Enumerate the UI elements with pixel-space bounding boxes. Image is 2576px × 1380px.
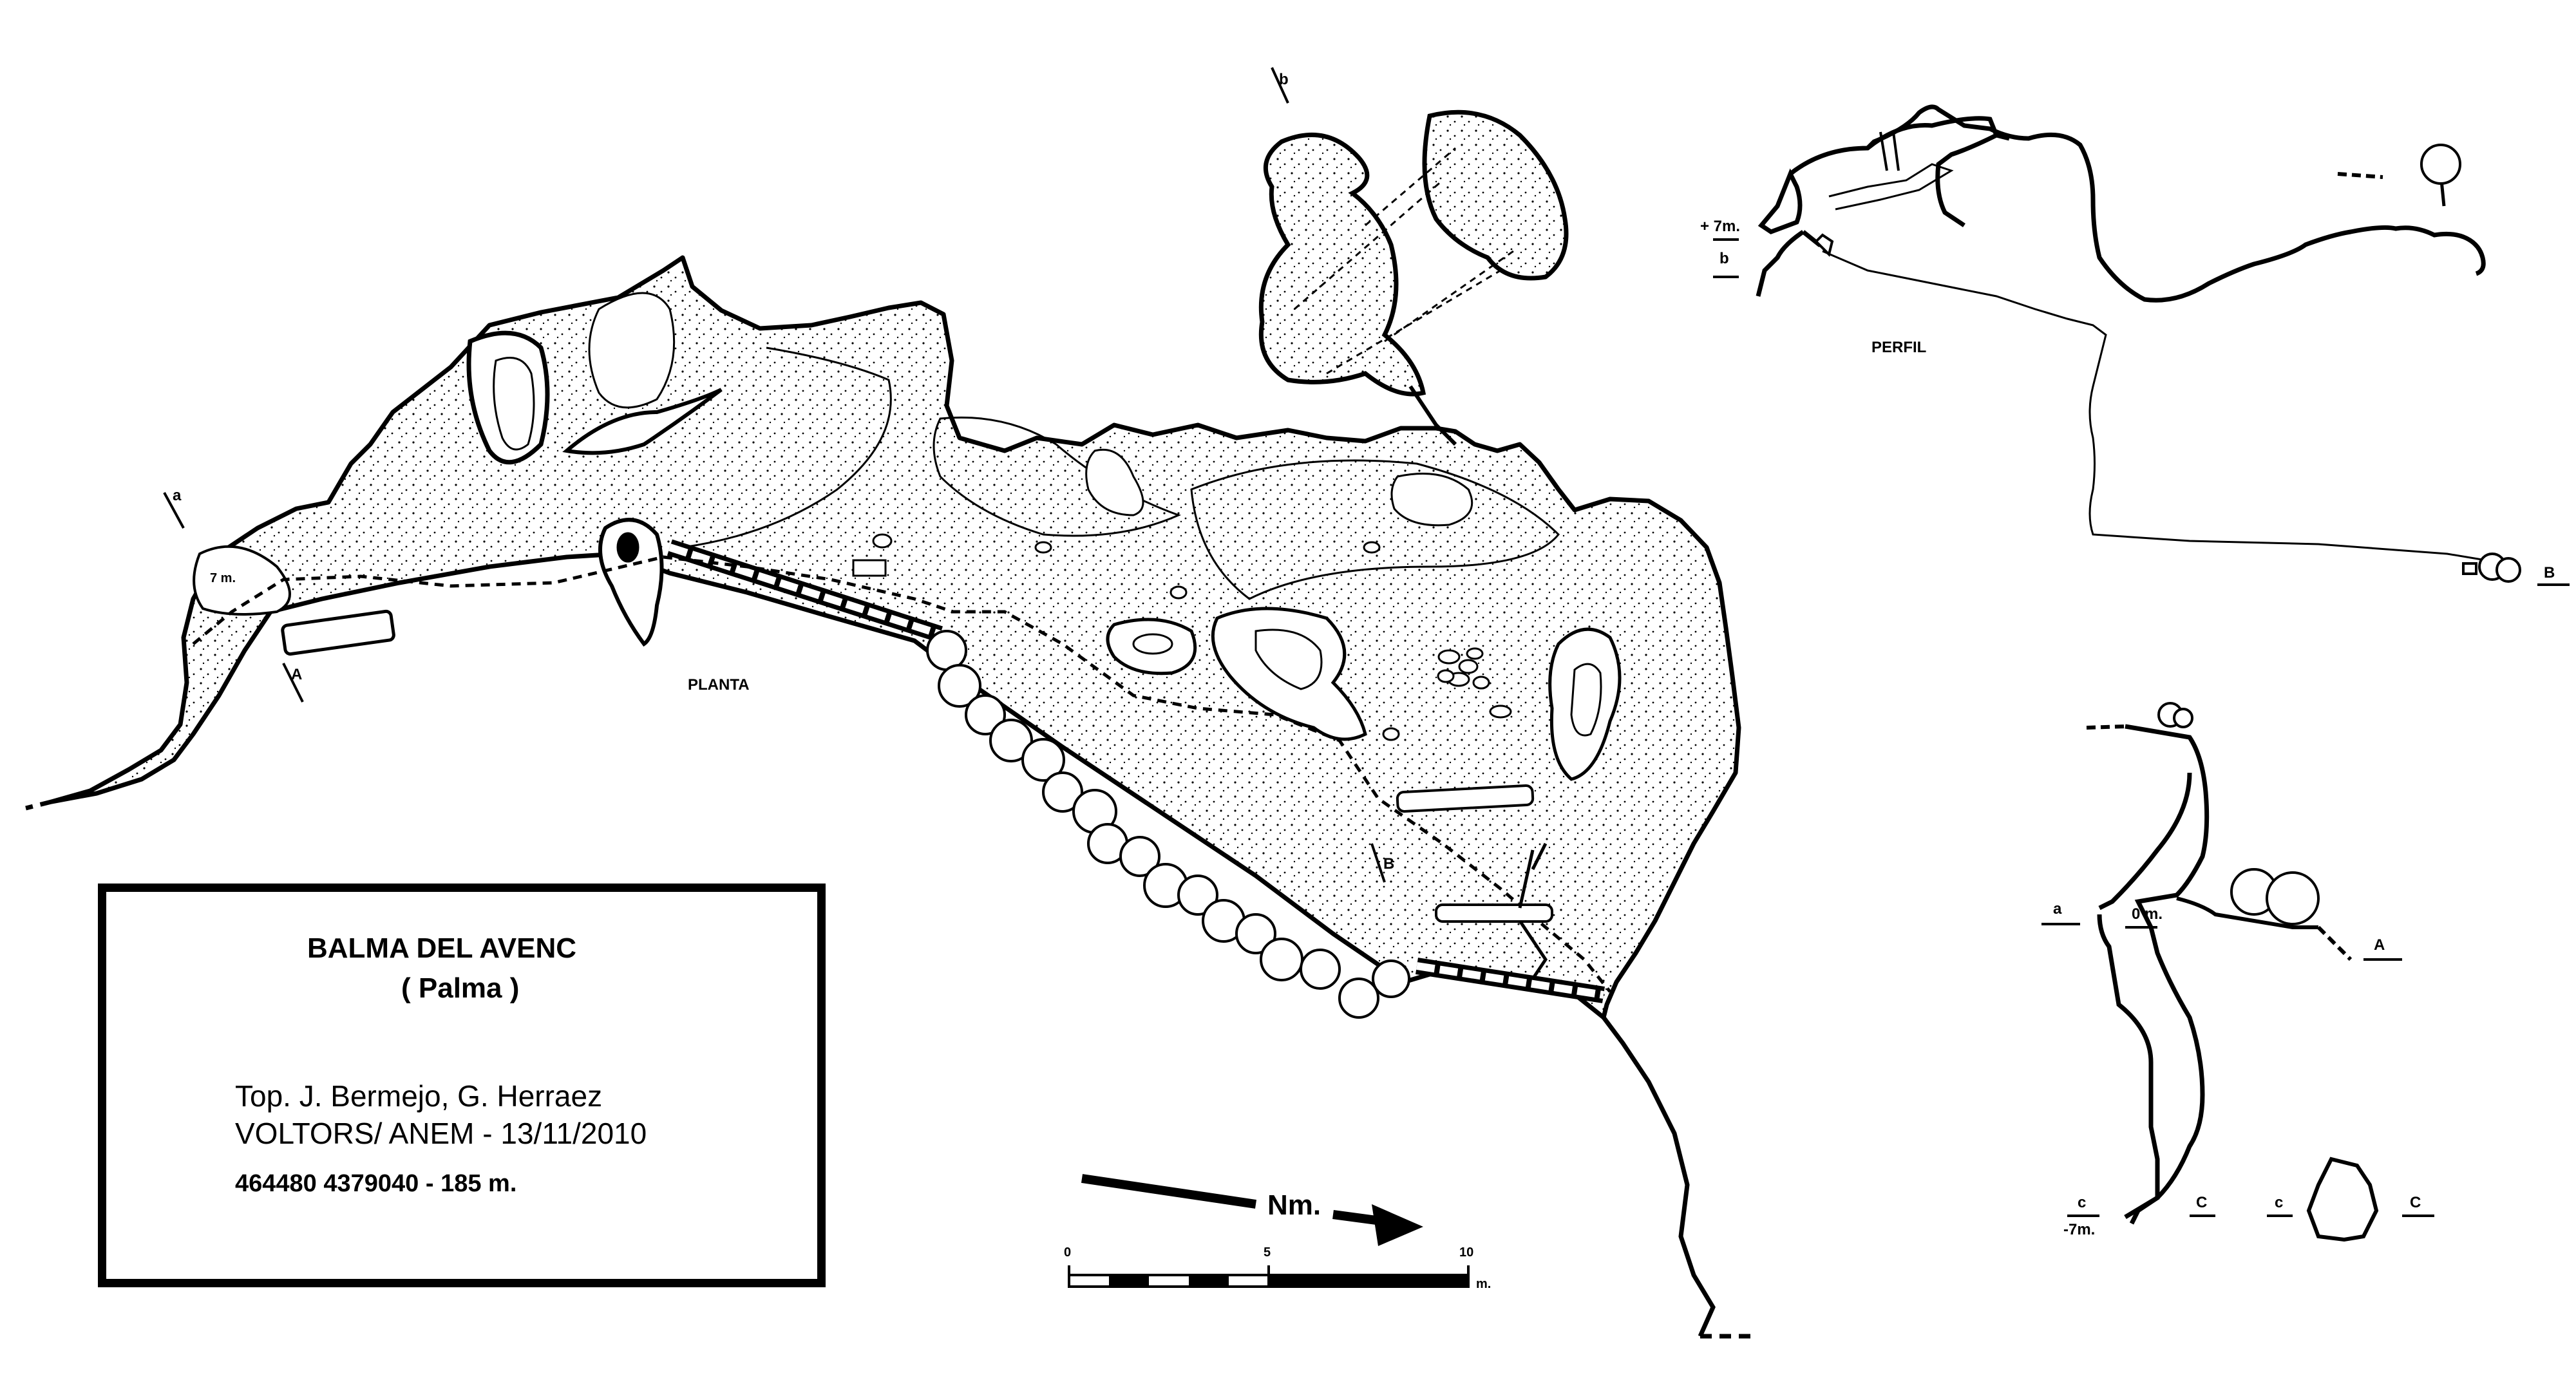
north-arrow-head [1372,1204,1423,1246]
bush-row [926,630,1410,1019]
scale-tick-0: 0 [1064,1245,1072,1260]
boulder-contour-1-inner [1132,633,1173,655]
log-2 [1435,903,1553,923]
section-mark-b-profile: b [1719,250,1729,267]
rock-island-2-inner [493,357,535,451]
coordinates: 464480 4379040 - 185 m. [235,1170,517,1197]
ledge-curve [682,346,892,549]
cross-section-view [2086,702,2379,1242]
profile-view-label: PERFIL [1871,339,1927,356]
rock-pile [1437,647,1490,690]
section-mark-b-plan: b [1279,71,1289,88]
gully-outline [1602,1016,1716,1337]
section-mark-B-plan: B [1383,855,1395,873]
section-mark-C-left: C [2196,1194,2208,1211]
section-dash-right [2316,925,2353,961]
profile-view [1756,104,2521,583]
cave-locality: ( Palma ) [401,972,520,1004]
profile-floor [1822,250,2486,562]
section-b-projection [1294,147,1514,375]
north-label: Nm. [1267,1189,1321,1221]
section-mark-B-profile: B [2544,564,2555,581]
plan-view-label: PLANTA [688,676,750,694]
rock-island-1 [588,292,676,409]
upper-zone-2 [1190,459,1560,600]
profile-ceiling [1788,116,2010,227]
section-mark-a-section: a [2053,900,2062,918]
section-bushes [2157,702,2320,925]
section-mark-A-section: A [2374,936,2385,954]
section-mark-c-right: c [2275,1194,2284,1211]
stone-wall-lower-inner [1416,962,1604,999]
small-pool-1 [1085,448,1144,516]
rock-wedge [562,388,723,455]
scale-tick-10: 10 [1459,1245,1474,1260]
depth-label-plan: 7 m. [210,571,236,585]
pit-hole [616,532,639,563]
profile-lower-wall [1756,230,1823,297]
north-arrow-shaft [1081,1174,1257,1209]
plan-view [25,255,1752,1339]
boulder-contour-2-inner [1255,629,1323,690]
section-b-right [1422,109,1569,281]
section-mark-c-left: c [2078,1194,2087,1211]
depth-label-bottom: -7m. [2063,1221,2096,1238]
section-c-cut [2306,1157,2379,1242]
profile-bushes [2462,553,2521,583]
profile-roof [1866,104,2486,303]
upper-zone-1 [933,416,1182,537]
scattered-stones [852,533,1512,741]
title-block: BALMA DEL AVENC ( Palma ) Top. J. Bermej… [98,884,826,1287]
profile-rock [1814,233,1834,257]
boulder-contour-3-inner [1570,663,1602,737]
section-mark-C-right: C [2410,1194,2421,1211]
section-b-outline [1258,132,1426,397]
cave-name: BALMA DEL AVENC [307,932,576,964]
scale-unit: m. [1476,1277,1492,1291]
profile-column-left [1879,131,1900,171]
section-ledge [2176,896,2318,929]
dripline [192,555,1611,993]
section-wall-left [2097,772,2192,1220]
depth-label-profile-top: + 7m. [1700,218,1741,235]
log-1 [1396,784,1535,813]
pit-outline [598,518,664,647]
scale-bar [1068,1265,1470,1288]
section-b-plan [1258,109,1569,446]
profile-tree-crown [2420,144,2461,185]
section-wall-right [2125,724,2210,1225]
north-arrow [1081,1174,1423,1246]
section-mark-A-plan: A [291,666,303,683]
fallen-block [281,609,395,656]
plan-section-lines [163,67,1386,883]
profile-dashes-top [2337,172,2383,179]
branch [1518,842,1548,980]
scale-tick-5: 5 [1264,1245,1271,1260]
depth-label-zero: 0 m. [2132,905,2163,923]
section-b-link [1408,385,1457,446]
surveyors: Top. J. Bermejo, G. Herraez [235,1079,603,1113]
section-letter-bars [1713,238,2570,1217]
profile-inner-roof [1757,168,1803,234]
boulder-contour-1 [1106,618,1197,676]
small-pool-2 [1390,473,1473,527]
section-mark-a-plan: a [173,487,182,504]
boulder-contour-3 [1548,627,1622,781]
boulder-contour-2 [1211,607,1367,741]
profile-passage [1828,163,1954,211]
club-and-date: VOLTORS/ ANEM - 13/11/2010 [235,1117,647,1150]
section-dash-top [2086,724,2126,730]
left-chamber [193,545,291,616]
rock-island-2 [466,330,550,465]
entrance-dashes-left [25,799,52,811]
